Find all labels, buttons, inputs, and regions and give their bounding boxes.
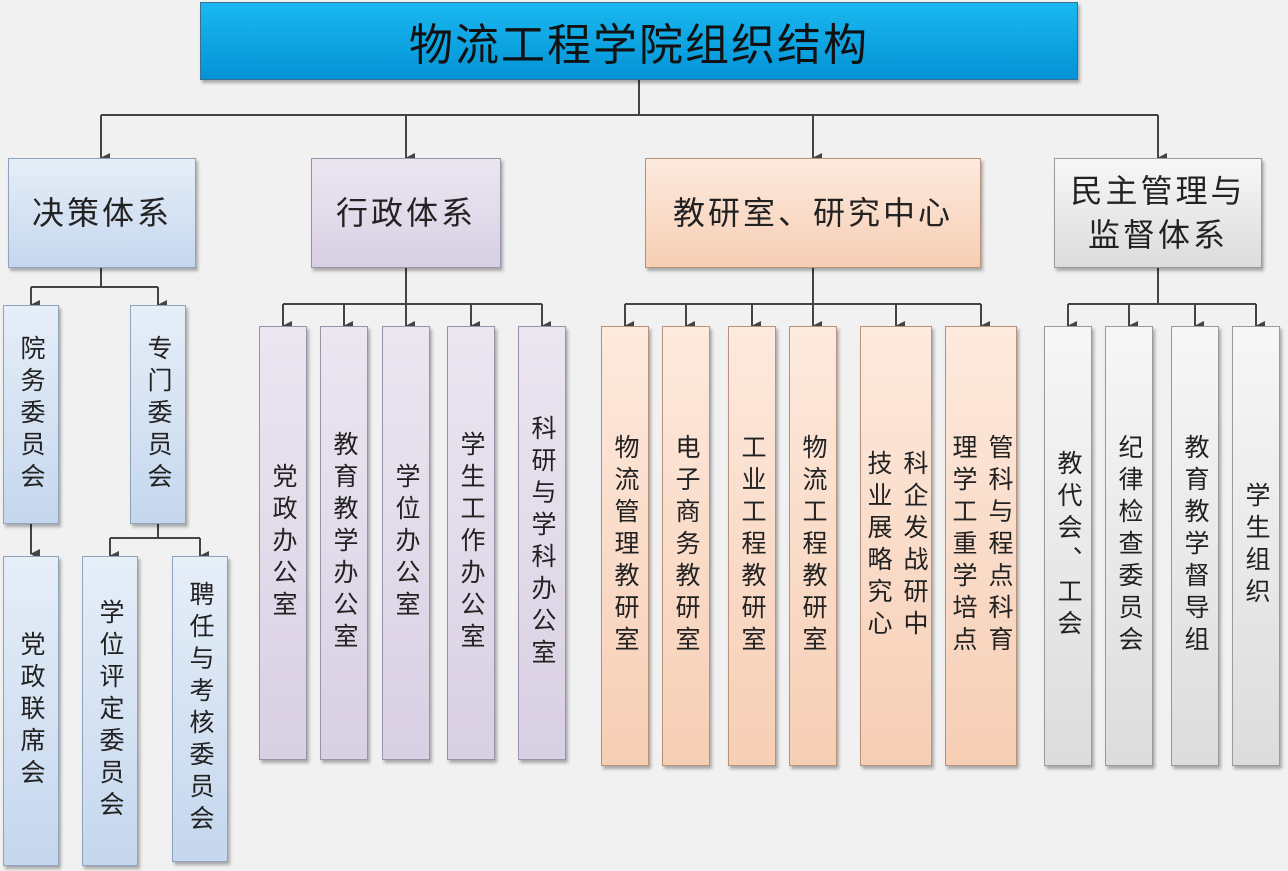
node-label-line-2: 监督体系	[1087, 216, 1228, 254]
node-label: 纪律检查委员会	[1115, 434, 1144, 658]
node-special-committee: 专门委员会	[130, 305, 186, 524]
node-label: 教育教学督导组	[1181, 434, 1210, 658]
node-student-affairs-office: 学生工作办公室	[447, 326, 495, 760]
node-label-column-2: 科企发战研中	[900, 450, 929, 642]
node-industrial-engineering-dept: 工业工程教研室	[728, 326, 776, 766]
node-academic-affairs-committee: 院务委员会	[3, 305, 59, 524]
node-label-column-1: 理学工重学培点	[949, 434, 978, 658]
node-label: 物流工程教研室	[799, 434, 828, 658]
node-research-discipline-office: 科研与学科办公室	[518, 326, 566, 760]
node-label-column-1: 技业展略究心	[864, 450, 893, 642]
node-appointment-assessment-committee: 聘任与考核委员会	[172, 556, 228, 862]
node-label: 院务委员会	[17, 334, 46, 495]
node-label: 物流管理教研室	[611, 434, 640, 658]
org-chart-title: 物流工程学院组织结构	[200, 2, 1078, 80]
node-discipline-inspection-committee: 纪律检查委员会	[1105, 326, 1153, 766]
node-label: 行政体系	[335, 194, 476, 232]
node-label: 学位办公室	[392, 463, 421, 623]
node-label: 学生组织	[1242, 482, 1271, 610]
node-party-joint-meeting: 党政联席会	[3, 556, 59, 866]
node-key-discipline-cultivation: 理学工重学培点 管科与程点科育	[945, 326, 1017, 766]
node-label-column-2: 管科与程点科育	[985, 434, 1014, 658]
title-text: 物流工程学院组织结构	[409, 20, 869, 71]
node-label: 学位评定委员会	[96, 599, 125, 823]
node-label: 党政办公室	[269, 463, 298, 623]
node-staff-congress-union: 教代会、工会	[1044, 326, 1092, 766]
node-label: 工业工程教研室	[738, 434, 767, 658]
node-label: 教代会、工会	[1054, 450, 1083, 642]
node-logistics-engineering-dept: 物流工程教研室	[789, 326, 837, 766]
node-admin-system: 行政体系	[311, 158, 501, 268]
node-party-office: 党政办公室	[259, 326, 307, 760]
node-label: 教育教学办公室	[330, 431, 359, 655]
node-label: 决策体系	[31, 194, 172, 232]
node-research-system: 教研室、研究中心	[645, 158, 981, 268]
node-degree-evaluation-committee: 学位评定委员会	[82, 556, 138, 866]
node-label: 聘任与考核委员会	[186, 581, 215, 837]
node-student-organizations: 学生组织	[1232, 326, 1280, 766]
node-ecommerce-dept: 电子商务教研室	[662, 326, 710, 766]
node-democracy-system: 民主管理与 监督体系	[1054, 158, 1262, 268]
node-label: 电子商务教研室	[672, 434, 701, 658]
node-label-line-1: 民主管理与	[1070, 172, 1246, 210]
node-label: 科研与学科办公室	[528, 415, 557, 671]
node-label: 专门委员会	[144, 334, 173, 495]
node-degree-office: 学位办公室	[382, 326, 430, 760]
node-education-office: 教育教学办公室	[320, 326, 368, 760]
node-tech-strategy-center: 技业展略究心 科企发战研中	[860, 326, 932, 766]
node-label: 教研室、研究中心	[672, 194, 953, 232]
node-label: 党政联席会	[17, 631, 46, 791]
node-label: 学生工作办公室	[457, 431, 486, 655]
node-teaching-supervision-group: 教育教学督导组	[1171, 326, 1219, 766]
node-logistics-management-dept: 物流管理教研室	[601, 326, 649, 766]
node-decision-system: 决策体系	[8, 158, 196, 268]
